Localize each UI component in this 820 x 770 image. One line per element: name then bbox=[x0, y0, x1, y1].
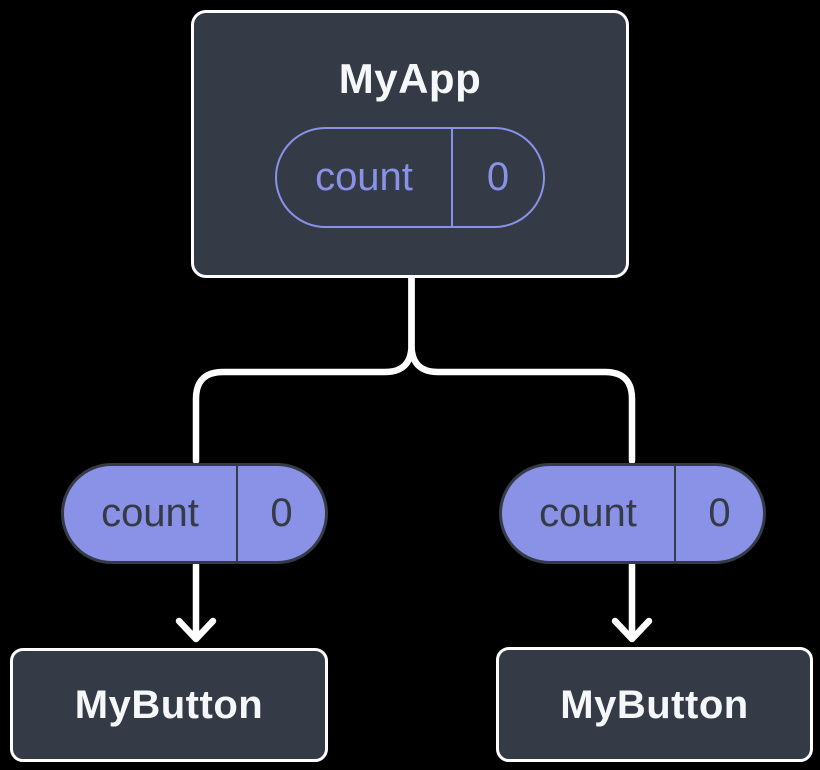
prop-pill-value: 0 bbox=[708, 491, 731, 535]
state-pill-value: 0 bbox=[486, 155, 510, 200]
prop-pill-right: count 0 bbox=[499, 463, 766, 564]
arrow-left-head-icon bbox=[175, 617, 217, 643]
prop-pill-value: 0 bbox=[270, 491, 293, 535]
state-pill: count 0 bbox=[275, 127, 545, 229]
component-title: MyButton bbox=[74, 683, 264, 727]
component-box-mybutton-right: MyButton bbox=[496, 647, 813, 762]
connector-branch-right bbox=[408, 274, 636, 465]
prop-pill-label: count bbox=[502, 466, 676, 561]
component-title: MyApp bbox=[338, 55, 482, 102]
component-box-mybutton-left: MyButton bbox=[10, 648, 328, 762]
arrow-right-head-icon bbox=[611, 617, 653, 643]
connector-branch-left bbox=[192, 274, 415, 465]
state-pill-label: count bbox=[277, 129, 453, 227]
component-box-myapp: MyApp count 0 bbox=[191, 10, 629, 278]
prop-pill-left: count 0 bbox=[61, 463, 328, 564]
component-title: MyButton bbox=[560, 682, 749, 727]
prop-pill-label: count bbox=[64, 466, 238, 561]
